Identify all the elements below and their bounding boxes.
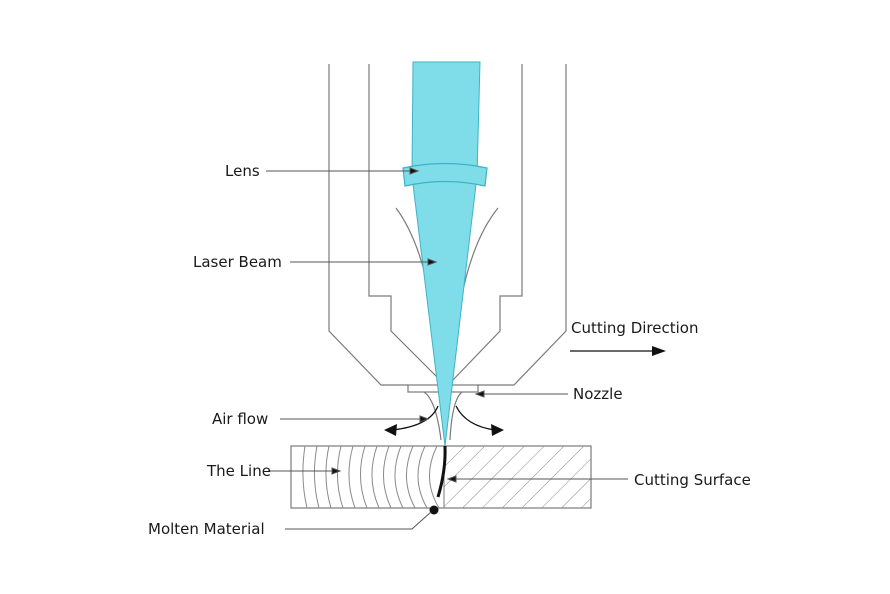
label-the-line: The Line (207, 462, 271, 480)
cutting-direction-arrow (570, 346, 666, 356)
leader-lines (266, 167, 628, 530)
lens-shape (402, 162, 488, 187)
housing-outer-right (478, 64, 567, 386)
laser-beam-shape (411, 61, 481, 447)
laser-beam (402, 61, 488, 447)
label-laser-beam: Laser Beam (193, 253, 282, 271)
workpiece-left-striations (302, 446, 440, 508)
air-flow-arrows (384, 405, 504, 436)
cutting-head-housing (328, 64, 567, 386)
workpiece-right-hatch (444, 446, 591, 508)
housing-inner-right (451, 64, 523, 382)
housing-outer-left (328, 64, 408, 386)
housing-inner-left (368, 64, 442, 382)
cut-kerf (436, 445, 447, 498)
workpiece (290, 445, 592, 515)
leader-molten-material (285, 511, 432, 530)
label-molten-material: Molten Material (148, 520, 265, 538)
label-cutting-surface: Cutting Surface (634, 471, 751, 489)
molten-droplet (429, 505, 439, 515)
label-lens: Lens (225, 162, 260, 180)
label-nozzle: Nozzle (573, 385, 623, 403)
label-air-flow: Air flow (212, 410, 269, 428)
label-cutting-direction: Cutting Direction (571, 319, 699, 337)
